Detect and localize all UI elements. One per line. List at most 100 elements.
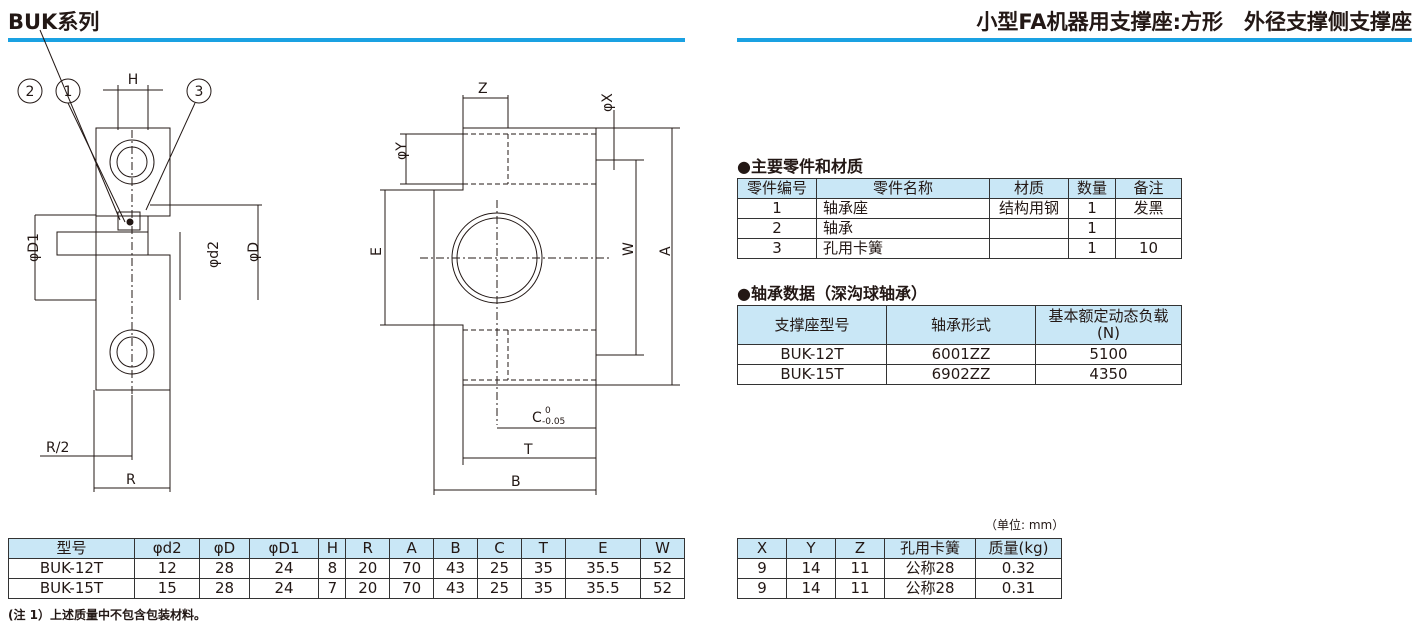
bearing-heading: ●轴承数据（深沟球轴承） [737, 284, 927, 303]
col-header: 孔用卡簧 [884, 538, 976, 559]
unit-note: （单位: mm） [985, 518, 1065, 532]
col-header: 零件名称 [816, 178, 990, 199]
col-header: R [345, 538, 391, 559]
col-header: T [520, 538, 566, 559]
label-C: C [532, 410, 542, 426]
cell: 7 [318, 578, 347, 599]
col-header: 数量 [1068, 178, 1116, 199]
callout-1: 1 [64, 84, 73, 100]
col-header: 支撑座型号 [737, 305, 887, 345]
cell: BUK-12T [8, 558, 135, 579]
cell: 发黑 [1115, 198, 1182, 219]
col-header: φd2 [133, 538, 201, 559]
col-header: 轴承形式 [886, 305, 1036, 345]
label-Y: φY [394, 142, 410, 160]
col-header: 备注 [1115, 178, 1182, 199]
product-title: 小型FA机器用支撑座:方形 外径支撑侧支撑座 [976, 10, 1412, 34]
col-header: C [477, 538, 522, 559]
front-view-labels: Z φX φY E W A C 0 -0.05 T B [369, 81, 674, 490]
col-header: 质量(kg) [975, 538, 1062, 559]
cell: 28 [199, 578, 250, 599]
col-header: E [564, 538, 642, 559]
label-W: W [621, 242, 637, 256]
cell: 20 [345, 578, 391, 599]
cell: 28 [199, 558, 250, 579]
col-header: Z [835, 538, 885, 559]
label-d2: φd2 [206, 241, 222, 268]
label-R: R [126, 472, 136, 488]
col-header: φD1 [248, 538, 320, 559]
cell: 10 [1115, 238, 1182, 259]
front-view [380, 95, 680, 495]
cell: 公称28 [884, 558, 976, 579]
cell: 20 [345, 558, 391, 579]
cell: 1 [737, 198, 817, 219]
cell [1115, 218, 1182, 239]
cell: 4350 [1035, 364, 1182, 385]
col-header: H [318, 538, 347, 559]
cell: 35 [520, 578, 566, 599]
cell: 0.31 [975, 578, 1062, 599]
cell: 8 [318, 558, 347, 579]
cell: 轴承 [816, 218, 990, 239]
label-T: T [523, 442, 533, 458]
label-C-tol-low: -0.05 [542, 417, 565, 427]
label-D1: φD1 [26, 233, 42, 262]
cell: 12 [133, 558, 201, 579]
label-C-tol-up: 0 [545, 406, 551, 416]
callout-3: 3 [195, 84, 204, 100]
label-X: φX [600, 93, 616, 112]
footnote: (注 1）上述质量中不包含包装材料。 [8, 608, 207, 622]
cell: 70 [389, 558, 435, 579]
side-view [17, 29, 262, 492]
col-header: 材质 [989, 178, 1069, 199]
col-header: W [640, 538, 685, 559]
label-R2: R/2 [46, 440, 69, 456]
cell: 结构用钢 [989, 198, 1069, 219]
cell: 9 [737, 578, 787, 599]
cell: 43 [433, 558, 479, 579]
cell [989, 238, 1069, 259]
cell: 14 [786, 578, 836, 599]
title-bar-left [8, 38, 685, 42]
cell: 3 [737, 238, 817, 259]
cell: 5100 [1035, 344, 1182, 365]
series-title: BUK系列 [8, 10, 100, 34]
cell: 70 [389, 578, 435, 599]
cell: 25 [477, 578, 522, 599]
cell: 2 [737, 218, 817, 239]
col-header: 零件编号 [737, 178, 817, 199]
parts-heading: ●主要零件和材质 [737, 157, 863, 176]
cell: 公称28 [884, 578, 976, 599]
col-header: 基本额定动态负载(N) [1035, 305, 1182, 345]
col-header: Y [786, 538, 836, 559]
cell: 11 [835, 558, 885, 579]
cell: 6001ZZ [886, 344, 1036, 365]
cell: 9 [737, 558, 787, 579]
cell: 35.5 [564, 558, 642, 579]
cell: 25 [477, 558, 522, 579]
cell: 24 [248, 578, 320, 599]
cell: 孔用卡簧 [816, 238, 990, 259]
cell: 11 [835, 578, 885, 599]
col-header: 型号 [8, 538, 135, 559]
col-header: B [433, 538, 479, 559]
cell: 52 [640, 558, 685, 579]
col-header: φD [199, 538, 250, 559]
cell: 43 [433, 578, 479, 599]
cell: 24 [248, 558, 320, 579]
col-header: X [737, 538, 787, 559]
cell [989, 218, 1069, 239]
cell: BUK-12T [737, 344, 887, 365]
